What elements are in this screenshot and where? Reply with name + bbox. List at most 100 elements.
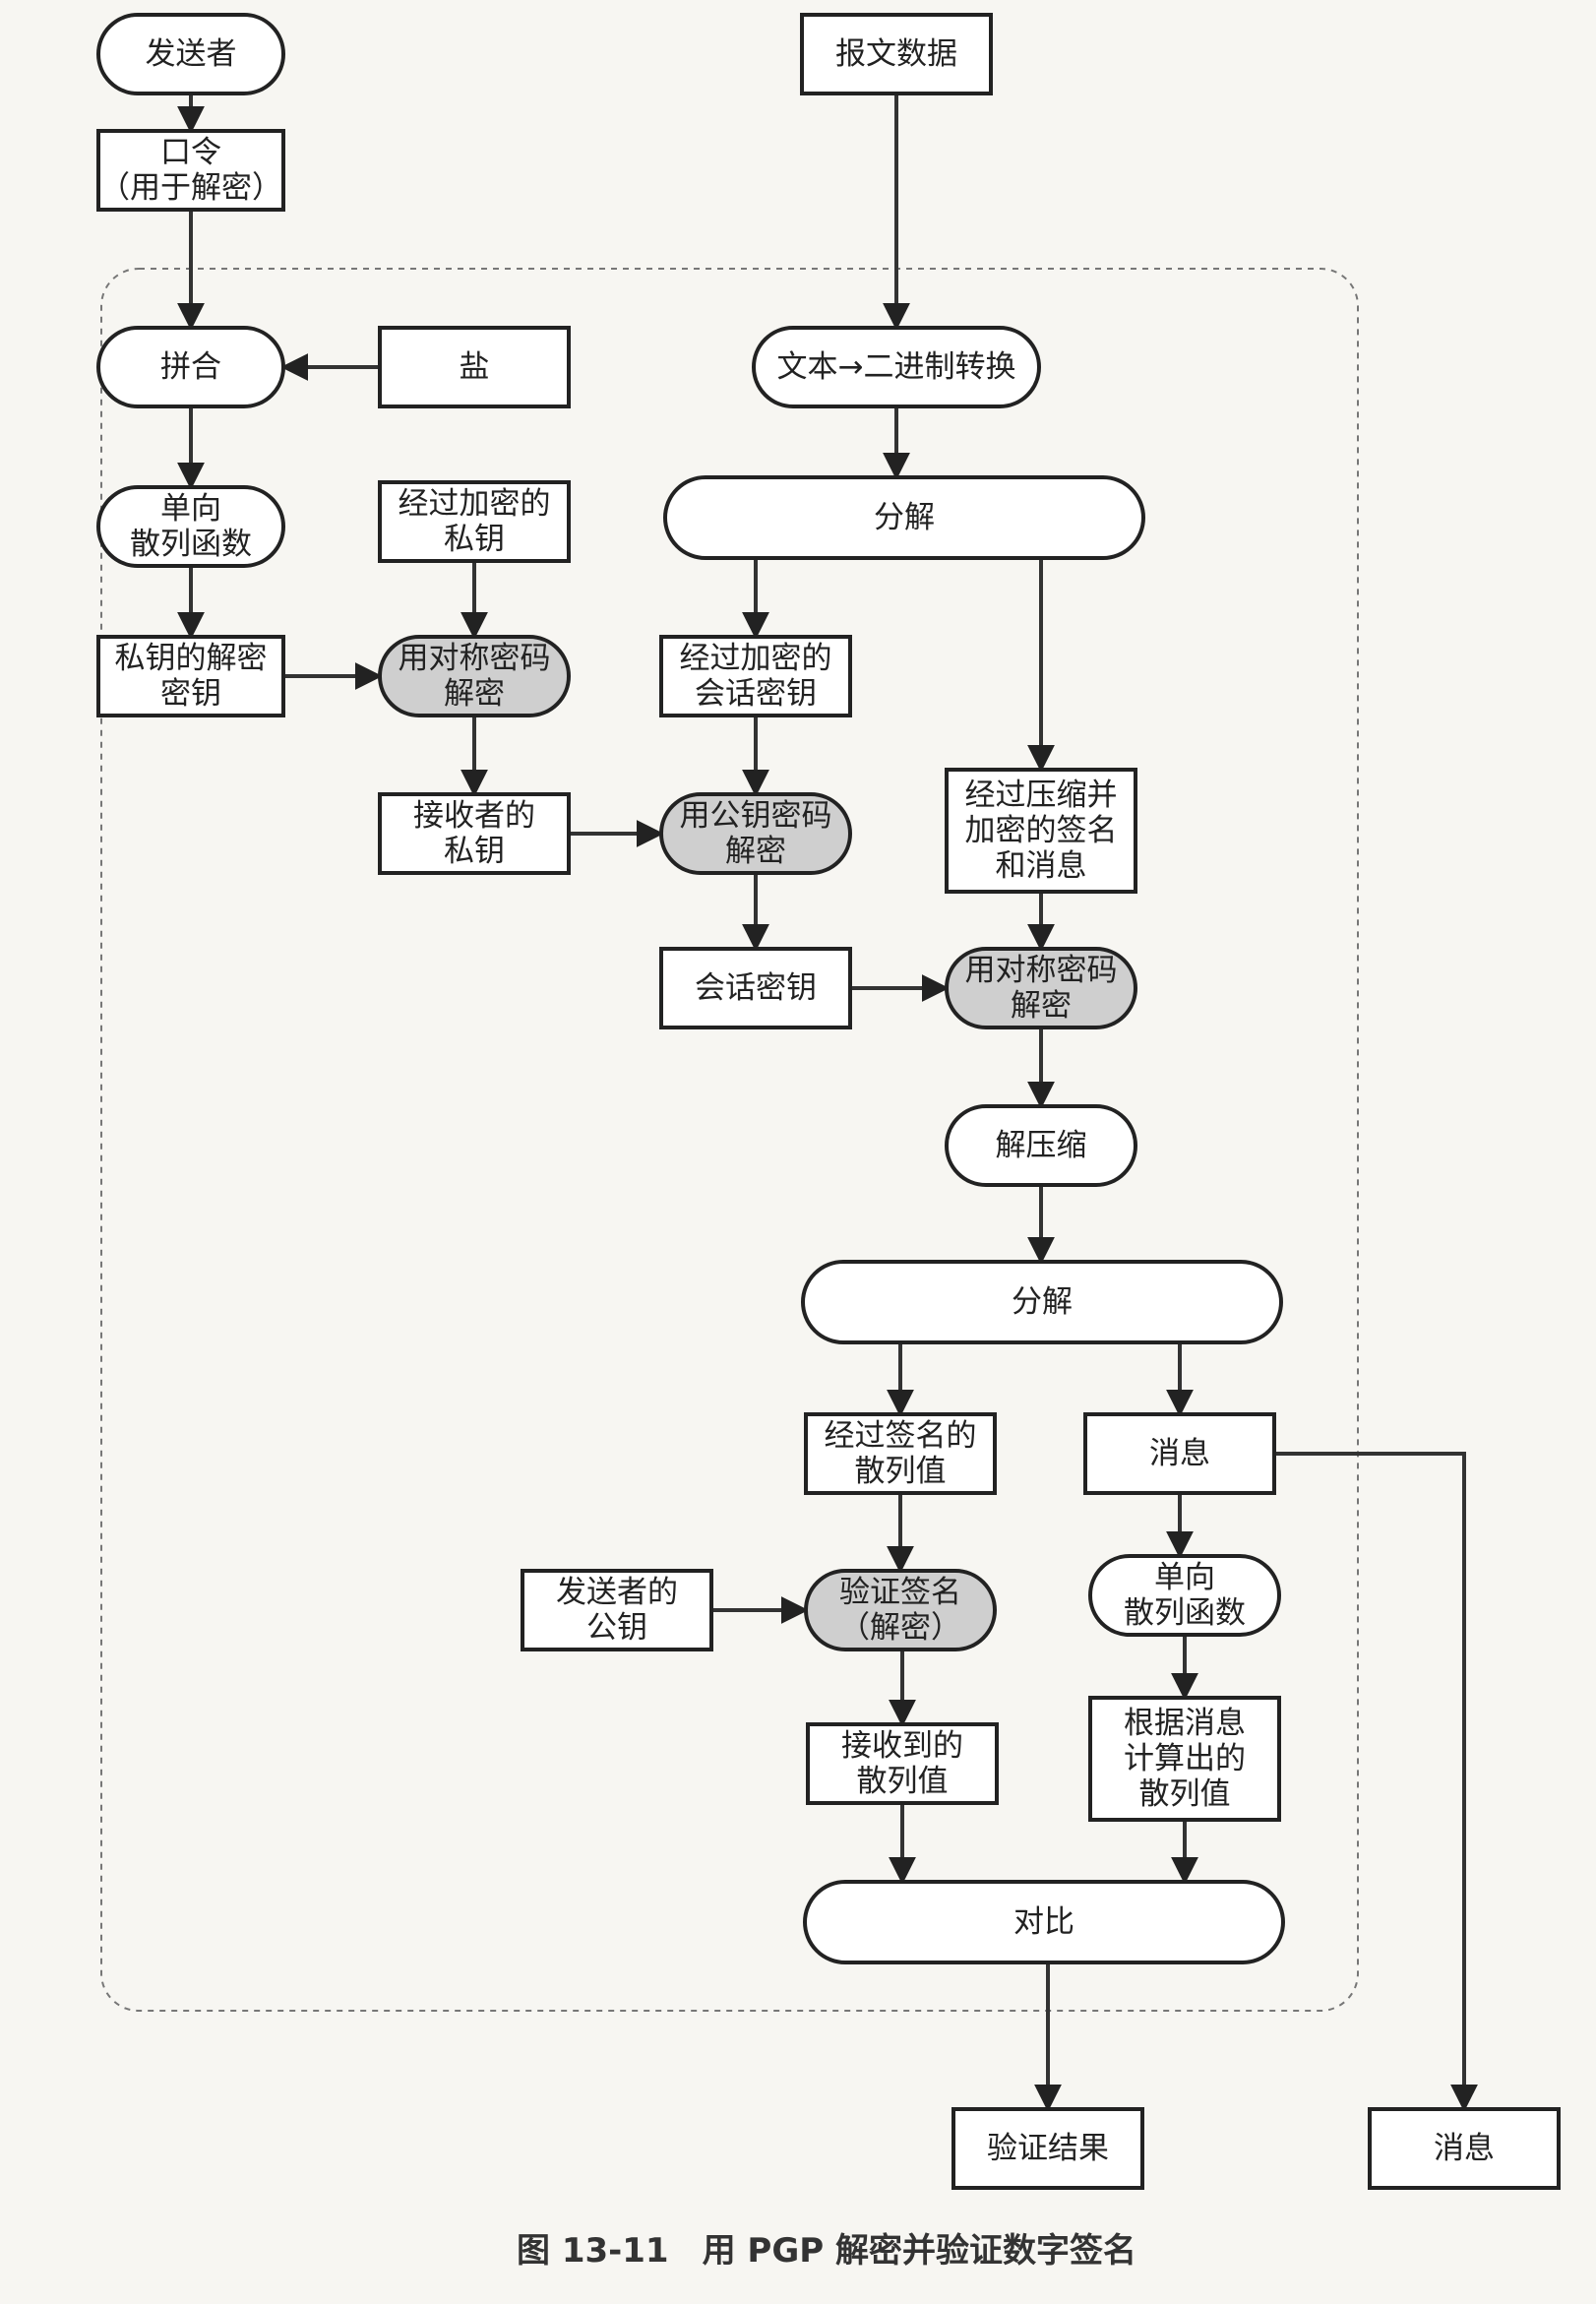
node-label: 解密 xyxy=(1011,988,1072,1024)
node-label: 接收到的 xyxy=(841,1728,963,1764)
node-label: 解密 xyxy=(725,834,786,869)
node-label: 和消息 xyxy=(996,848,1087,884)
node-decompress: 解压缩 xyxy=(945,1104,1137,1187)
node-label: 消息 xyxy=(1434,2131,1495,2166)
node-label: 解压缩 xyxy=(996,1128,1087,1163)
node-pill xyxy=(96,326,285,408)
edge-msg-inner-to-msg-out xyxy=(1274,1452,1478,2112)
node-box xyxy=(96,635,285,717)
node-label: 根据消息 xyxy=(1124,1706,1246,1741)
node-label: 单向 xyxy=(1154,1560,1215,1595)
figure-caption: 图 13-11 用 PGP 解密并验证数字签名 xyxy=(517,2231,1136,2271)
node-box xyxy=(378,480,571,563)
node-label: 分解 xyxy=(1012,1284,1073,1320)
node-label: 验证结果 xyxy=(987,2131,1109,2166)
node-pill xyxy=(801,1260,1283,1344)
node-pill xyxy=(945,947,1137,1029)
node-pill xyxy=(96,13,285,95)
node-msg-out: 消息 xyxy=(1368,2107,1561,2190)
node-label: 文本→二进制转换 xyxy=(777,349,1016,385)
node-compare: 对比 xyxy=(803,1880,1285,1964)
node-salt: 盐 xyxy=(378,326,571,408)
node-label: 对比 xyxy=(1013,1904,1074,1940)
node-label: 报文数据 xyxy=(835,36,957,72)
node-pill xyxy=(804,1569,997,1651)
node-box xyxy=(806,1722,999,1805)
node-msg-inner: 消息 xyxy=(1083,1412,1276,1495)
node-box xyxy=(521,1569,713,1651)
node-label: 口令 xyxy=(160,135,221,170)
node-verify-result: 验证结果 xyxy=(951,2107,1144,2190)
node-pill xyxy=(378,635,571,717)
node-label: 散列值 xyxy=(857,1764,949,1799)
node-label: 密钥 xyxy=(160,676,221,712)
node-label: 私钥的解密 xyxy=(115,641,268,676)
node-sender: 发送者 xyxy=(96,13,285,95)
node-label: 用对称密码 xyxy=(399,641,551,676)
node-label: 加密的签名 xyxy=(965,813,1118,848)
node-label: 经过加密的 xyxy=(399,486,551,522)
receiver-boundary xyxy=(100,268,1359,2012)
node-box xyxy=(378,326,571,408)
node-label: 经过签名的 xyxy=(825,1418,977,1454)
node-combine: 拼合 xyxy=(96,326,285,408)
node-text-to-binary: 文本→二进制转换 xyxy=(752,326,1041,408)
node-label: （用于解密） xyxy=(99,170,282,206)
node-split-1: 分解 xyxy=(663,475,1145,560)
node-box xyxy=(378,792,571,875)
edges-layer xyxy=(177,93,1478,2112)
node-label: 用公钥密码 xyxy=(680,798,832,834)
node-label: 分解 xyxy=(874,500,935,535)
node-label: 散列值 xyxy=(1139,1776,1231,1812)
node-label: 接收者的 xyxy=(413,798,535,834)
node-label: 发送者 xyxy=(146,36,237,72)
node-label: 解密 xyxy=(444,676,505,712)
node-label: 私钥 xyxy=(444,522,505,557)
node-label: 拼合 xyxy=(160,349,221,385)
node-password: 口令（用于解密） xyxy=(96,129,285,212)
node-label: 散列值 xyxy=(855,1454,947,1489)
node-box xyxy=(1368,2107,1561,2190)
node-label: 散列函数 xyxy=(130,527,252,562)
node-pill xyxy=(663,475,1145,560)
node-pill xyxy=(1088,1554,1281,1637)
node-label: 散列函数 xyxy=(1124,1595,1246,1631)
node-label: 经过加密的 xyxy=(680,641,832,676)
node-label: 会话密钥 xyxy=(695,676,817,712)
node-verify-sig: 验证签名（解密） xyxy=(804,1569,997,1651)
node-box xyxy=(804,1412,997,1495)
node-session-key: 会话密钥 xyxy=(659,947,852,1029)
node-label: 会话密钥 xyxy=(695,970,817,1006)
node-label: 公钥 xyxy=(586,1610,647,1646)
node-label: （解密） xyxy=(839,1610,961,1646)
node-label: 发送者的 xyxy=(556,1575,678,1610)
node-pill xyxy=(96,485,285,568)
nodes-layer: 发送者口令（用于解密）拼合盐单向散列函数私钥的解密密钥经过加密的私钥用对称密码解… xyxy=(96,13,1561,2190)
node-label: 单向 xyxy=(160,491,221,527)
node-box xyxy=(96,129,285,212)
node-label: 经过压缩并 xyxy=(965,778,1118,813)
node-pill xyxy=(752,326,1041,408)
node-label: 盐 xyxy=(460,349,490,385)
node-pill xyxy=(803,1880,1285,1964)
node-message-data: 报文数据 xyxy=(800,13,993,95)
node-label: 用对称密码 xyxy=(965,953,1118,988)
node-box xyxy=(800,13,993,95)
node-box xyxy=(659,947,852,1029)
node-box xyxy=(1088,1696,1281,1822)
node-pill xyxy=(659,792,852,875)
node-label: 消息 xyxy=(1149,1436,1210,1471)
